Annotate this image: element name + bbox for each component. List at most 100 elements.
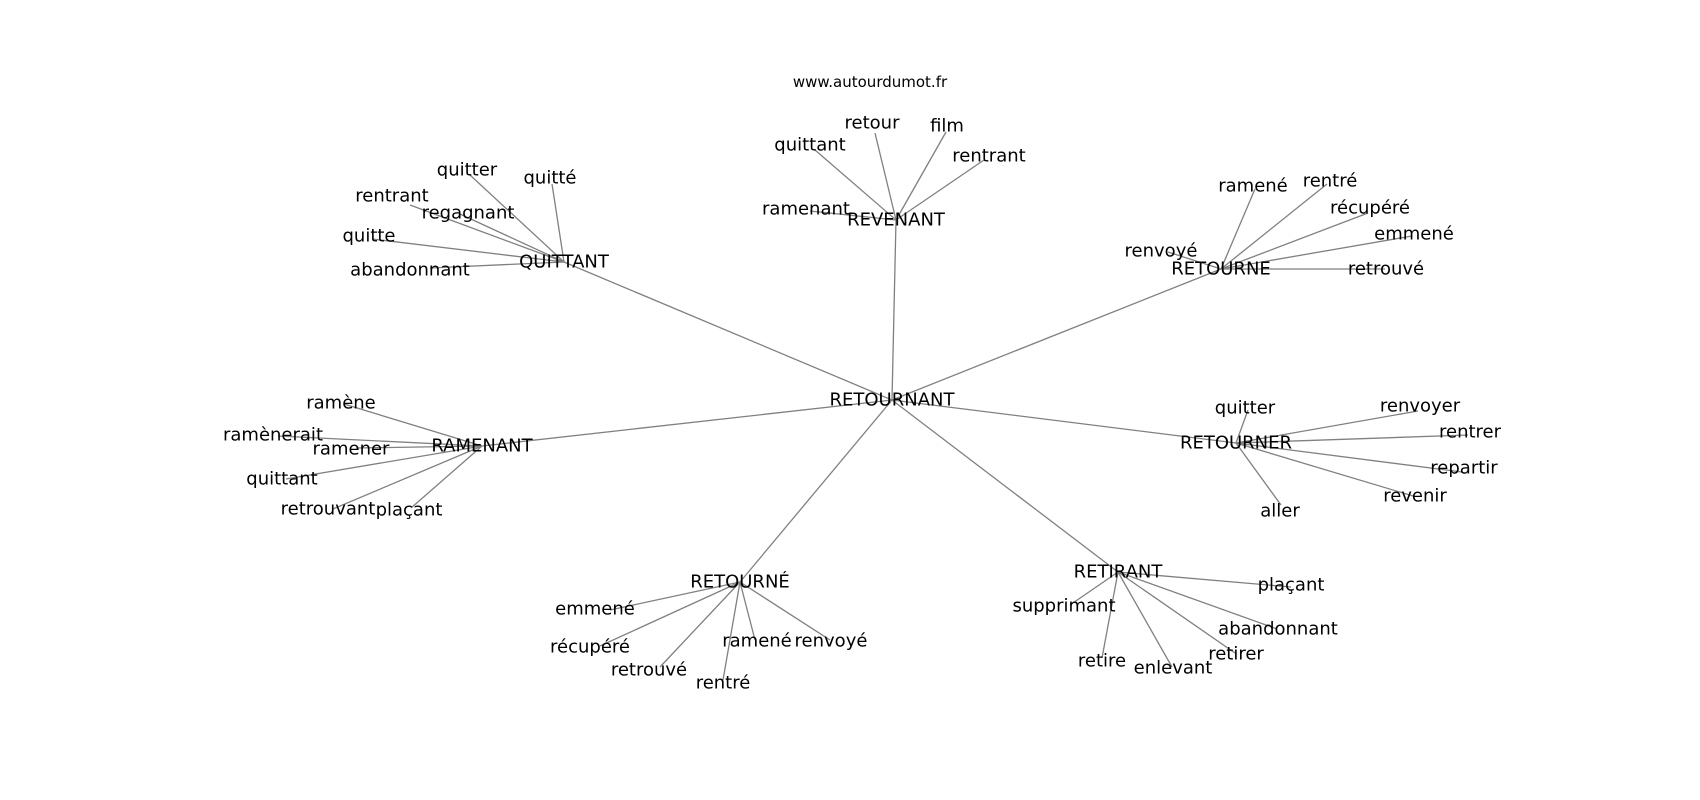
- edge-group-word: [429, 261, 565, 269]
- edge-group-word: [1235, 442, 1414, 497]
- word-node: repartir: [1430, 458, 1498, 479]
- edge-center-group: [891, 399, 1119, 573]
- word-node: ramène: [306, 393, 376, 414]
- group-node: RETIRANT: [1074, 562, 1164, 583]
- edge-group-word: [410, 445, 483, 509]
- edge-group-word: [895, 159, 985, 221]
- edge-group-word: [722, 581, 741, 681]
- edge-group-word: [1235, 434, 1469, 444]
- edge-center-group: [891, 268, 1222, 401]
- word-node: plaçant: [376, 500, 443, 521]
- edge-group-word: [814, 149, 897, 221]
- center-node: RETOURNANT: [830, 390, 956, 411]
- word-node: renvoyé: [1125, 241, 1198, 262]
- word-node: rentrant: [355, 186, 428, 207]
- word-node: quitter: [1215, 398, 1276, 419]
- group-node: RAMENANT: [431, 436, 533, 457]
- edge-group-word: [1101, 571, 1119, 659]
- edge-center-group: [891, 219, 897, 401]
- word-node: renvoyer: [1380, 396, 1461, 417]
- edge-group-word: [1069, 571, 1119, 606]
- word-node: quitté: [523, 168, 576, 189]
- edge-group-word: [1235, 442, 1282, 506]
- edge-group-word: [459, 213, 565, 263]
- edge-group-word: [1220, 235, 1413, 270]
- group-node: REVENANT: [847, 210, 946, 231]
- word-node: regagnant: [422, 203, 515, 224]
- word-node: aller: [1260, 501, 1300, 522]
- source-label: www.autourdumot.fr: [793, 73, 948, 91]
- group-node: RETOURNE: [1171, 259, 1271, 280]
- edge-group-word: [874, 132, 897, 221]
- word-node: enlevant: [1134, 658, 1213, 679]
- edge-group-word: [739, 581, 756, 641]
- word-node: quittant: [246, 469, 317, 490]
- word-node: abandonnant: [350, 260, 470, 281]
- edge-group-word: [551, 183, 565, 263]
- edge-group-word: [332, 445, 483, 510]
- edge-group-word: [809, 210, 897, 221]
- edge-group-word: [739, 581, 831, 641]
- word-node: film: [930, 116, 964, 137]
- edge-center-group: [481, 399, 893, 447]
- word-node: récupéré: [550, 637, 630, 658]
- edge-group-word: [1220, 183, 1328, 270]
- word-node: emmené: [555, 599, 635, 620]
- edge-group-word: [285, 445, 483, 480]
- group-node: RETOURNÉ: [690, 571, 790, 593]
- edge-group-word: [1235, 442, 1463, 473]
- word-node: ramenant: [762, 199, 850, 220]
- word-node: retour: [845, 113, 901, 134]
- word-node: rentré: [1303, 171, 1358, 192]
- edge-center-group: [739, 399, 893, 583]
- word-node: rentrant: [952, 146, 1025, 167]
- edge-group-word: [659, 581, 741, 668]
- edge-center-group: [891, 399, 1237, 444]
- word-node: rentré: [696, 673, 751, 694]
- word-node: renvoyé: [795, 631, 868, 652]
- edge-group-word: [469, 174, 565, 263]
- word-node: retrouvant: [281, 499, 376, 520]
- edge-group-word: [895, 131, 947, 221]
- word-node: ramené: [722, 631, 792, 652]
- edge-group-word: [1220, 188, 1256, 270]
- group-node: QUITTANT: [519, 252, 610, 273]
- edge-group-word: [1117, 571, 1236, 654]
- word-node: récupéré: [1330, 198, 1410, 219]
- edge-group-word: [599, 581, 741, 647]
- edge-group-word: [609, 581, 741, 611]
- edge-center-group: [563, 261, 893, 401]
- word-node: emmené: [1374, 224, 1454, 245]
- edge-group-word: [1167, 251, 1222, 270]
- edges: [277, 131, 1469, 681]
- edge-group-word: [409, 204, 565, 263]
- word-node: plaçant: [1258, 575, 1325, 596]
- word-node: revenir: [1383, 486, 1447, 507]
- edge-group-word: [1117, 571, 1173, 668]
- word-node: quittant: [774, 135, 845, 156]
- word-node: retrouvé: [611, 660, 687, 681]
- edge-group-word: [1235, 410, 1419, 444]
- word-node: quitte: [342, 226, 395, 247]
- group-node: RETOURNER: [1180, 433, 1292, 454]
- edge-group-word: [355, 445, 483, 449]
- edge-group-word: [1117, 571, 1278, 630]
- edge-group-word: [1220, 212, 1369, 270]
- edge-group-word: [343, 403, 483, 447]
- word-node: retirer: [1208, 644, 1264, 665]
- word-node: retire: [1078, 651, 1126, 672]
- word-node: ramènerait: [223, 425, 323, 446]
- word-node: supprimant: [1012, 596, 1115, 617]
- word-node: rentrer: [1439, 422, 1502, 443]
- word-node: quitter: [437, 160, 498, 181]
- word-node: retrouvé: [1348, 259, 1424, 280]
- word-node: ramené: [1218, 176, 1288, 197]
- word-node: abandonnant: [1218, 619, 1338, 640]
- edge-group-word: [371, 238, 565, 263]
- edge-group-word: [1235, 409, 1249, 444]
- edge-group-word: [277, 435, 483, 447]
- edge-group-word: [1117, 571, 1292, 588]
- word-node: ramener: [313, 439, 391, 460]
